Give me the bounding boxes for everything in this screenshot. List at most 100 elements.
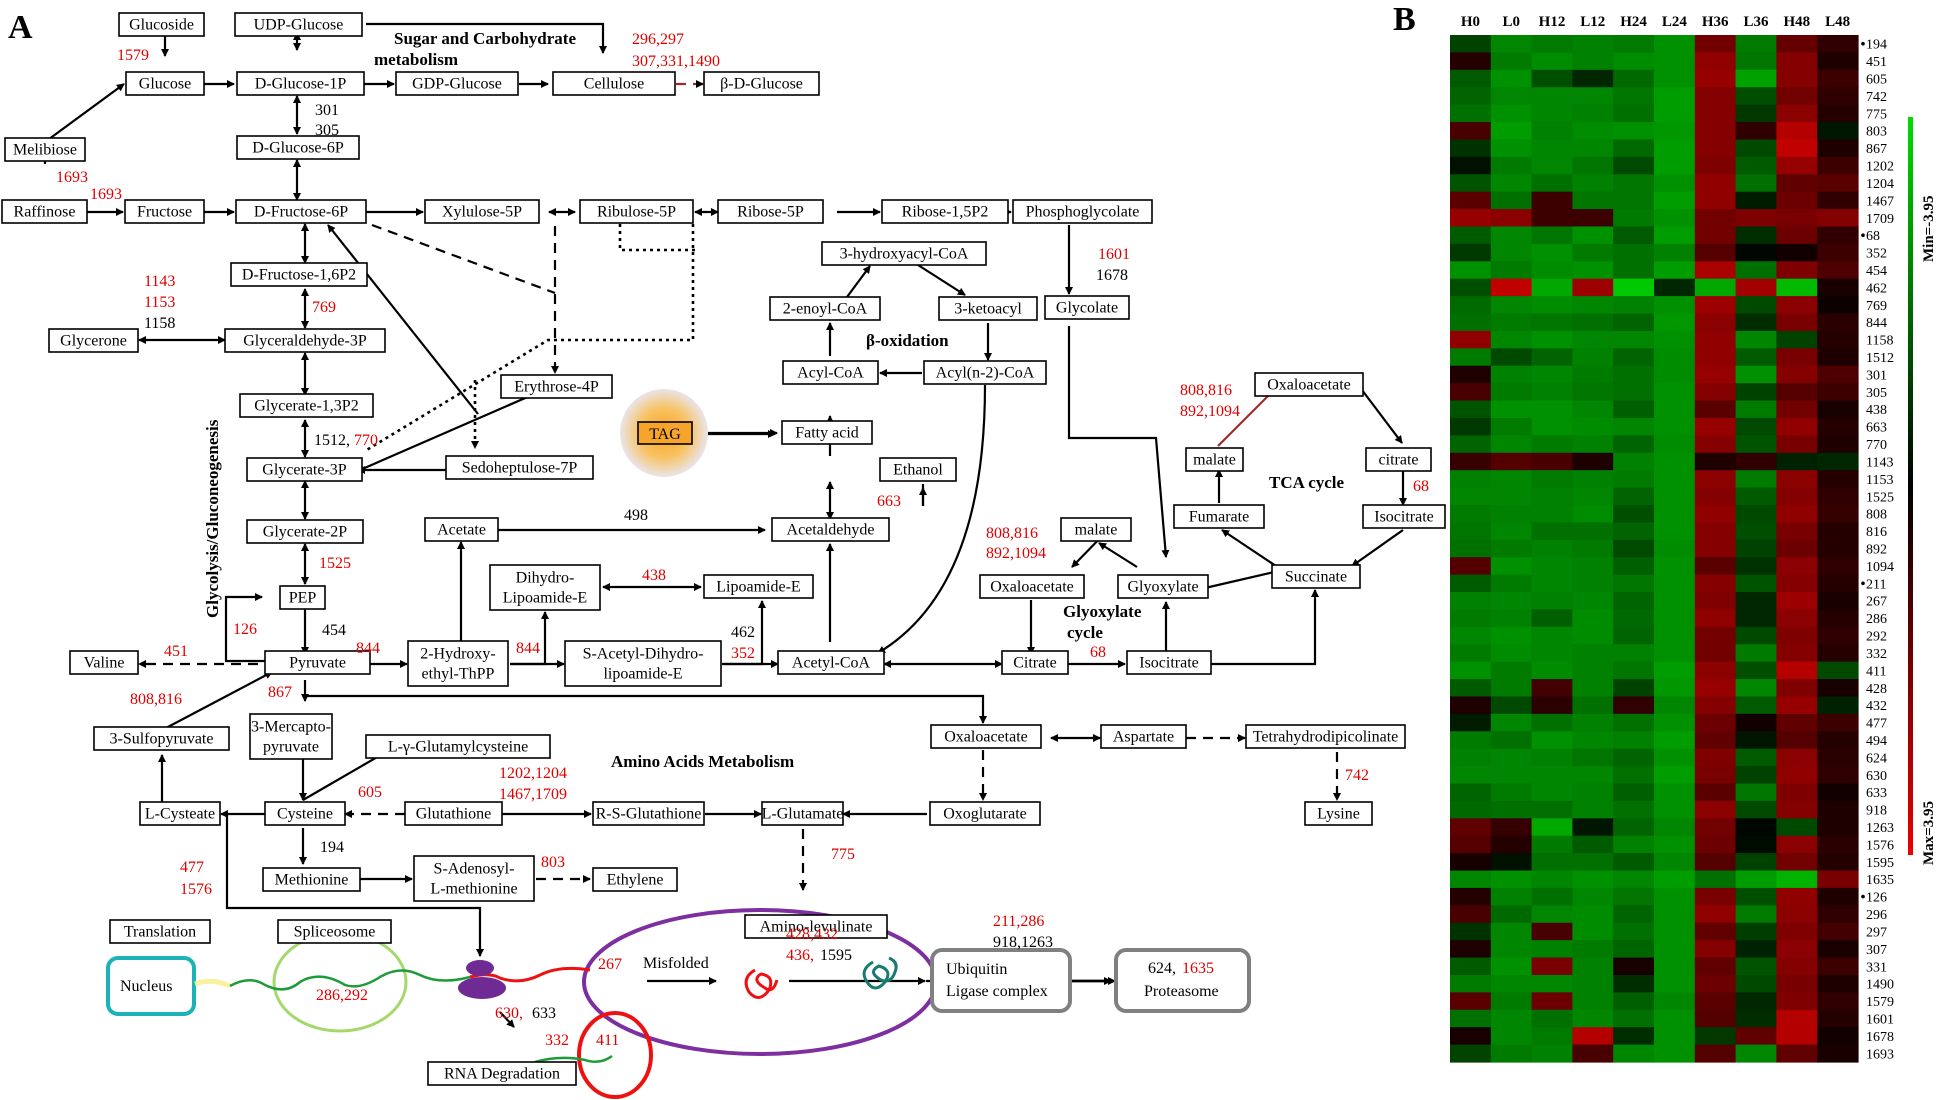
heatmap-cell [1490, 139, 1533, 158]
heatmap-cell [1735, 679, 1777, 698]
label-1635: 1635 [1182, 960, 1214, 977]
heatmap-cell [1572, 1044, 1614, 1063]
node-box [938, 296, 1038, 321]
heatmap-cell [1450, 261, 1492, 280]
heatmap-row-labels: 1944516057427758038671202120414671709683… [1861, 38, 1894, 1062]
heatmap-cell [1572, 122, 1614, 141]
heatmap-cell [1613, 278, 1655, 297]
heatmap-cell [1613, 940, 1655, 959]
heatmap-cell [1694, 713, 1737, 732]
heatmap-cell [1735, 348, 1777, 367]
heatmap-cell [1490, 417, 1533, 436]
heatmap-cell [1735, 557, 1777, 576]
heatmap-cell [1531, 905, 1573, 924]
heatmap-cell [1735, 835, 1777, 854]
node-label: D-Glucose-6P [252, 140, 344, 157]
heatmap-cell [1694, 626, 1737, 645]
heatmap-cell [1694, 278, 1737, 297]
rna-degradation-ellipse [577, 1011, 653, 1099]
node-box [230, 262, 368, 287]
heatmap-cell [1654, 922, 1696, 941]
heatmap-cell [1572, 522, 1614, 541]
heatmap-cell [1817, 261, 1859, 280]
node-label: L-methionine [430, 881, 517, 898]
heatmap-cell [1817, 365, 1859, 384]
node-label: Ribose-5P [737, 204, 804, 221]
heatmap-cell [1613, 592, 1655, 611]
node-label: Translation [124, 924, 196, 941]
heatmap-cell [1735, 87, 1777, 106]
heatmap-cell [1490, 992, 1533, 1011]
heatmap-cell [1450, 348, 1492, 367]
heatmap-cell [1450, 609, 1492, 628]
node-oaa_tca: Oxaloacetate [1254, 372, 1364, 397]
heatmap-cell [1776, 592, 1818, 611]
heatmap-cell [1735, 330, 1777, 349]
row-label: 332 [1866, 647, 1887, 662]
node-dg6p: D-Glucose-6P [236, 135, 360, 160]
heatmap-cell [1572, 104, 1614, 123]
row-label: 1525 [1866, 490, 1894, 505]
heatmap-cell [1735, 174, 1777, 193]
heatmap-cell [1572, 853, 1614, 872]
heatmap-cell [1613, 887, 1655, 906]
heatmap-cell [1817, 296, 1859, 315]
heatmap-cell [1817, 400, 1859, 419]
heatmap-cell [1531, 383, 1573, 402]
heatmap-cell [1654, 1009, 1696, 1028]
heatmap-cell [1776, 52, 1818, 71]
node-box [782, 360, 879, 385]
heatmap-cell [1490, 783, 1533, 802]
row-label: 438 [1866, 403, 1887, 418]
heatmap-cell [1776, 1044, 1818, 1063]
heatmap-cell [1776, 870, 1818, 889]
heatmap-cell [1613, 1027, 1655, 1046]
heatmap-cell [1654, 104, 1696, 123]
heatmap-cell [1817, 139, 1859, 158]
node-fructose: Fructose [124, 199, 205, 224]
node-pep: PEP [279, 585, 326, 610]
node-label: Methionine [275, 872, 349, 889]
heatmap-cell [1613, 974, 1655, 993]
heatmap-cell [1776, 609, 1818, 628]
heatmap-cell [1613, 957, 1655, 976]
heatmap-cell [1694, 592, 1737, 611]
label-624: 624, [1148, 960, 1176, 977]
heatmap-cell [1776, 661, 1818, 680]
heatmap-cell [1654, 122, 1696, 141]
heatmap-cell [1776, 748, 1818, 767]
node-gly2p: Glycerate-2P [246, 519, 364, 544]
node-label: Fructose [137, 204, 192, 221]
heatmap-cell [1776, 330, 1818, 349]
node-label: Acetate [437, 522, 486, 539]
heatmap-cell [1735, 974, 1777, 993]
node-label: Ribose-1,5P2 [902, 204, 989, 221]
heatmap-cell [1817, 348, 1859, 367]
heatmap-cell [1654, 470, 1696, 489]
heatmap-cell [1490, 174, 1533, 193]
label-770: 770 [354, 432, 378, 449]
node-translation: Translation [109, 919, 211, 944]
heatmap-cell [1776, 487, 1818, 506]
heatmap-cell [1817, 731, 1859, 750]
node-melibiose: Melibiose [4, 137, 86, 162]
heatmap-cell [1450, 748, 1492, 767]
node-label: GDP-Glucose [412, 76, 502, 93]
heatmap-cell [1817, 748, 1859, 767]
heatmap-cell [1735, 713, 1777, 732]
label-844a: 844 [356, 640, 380, 657]
heatmap-cell [1654, 452, 1696, 471]
refolded-protein-icon [862, 956, 898, 990]
row-label: 1153 [1866, 473, 1893, 488]
heatmap-cell [1817, 69, 1859, 88]
heatmap-cell [1613, 818, 1655, 837]
heatmap-cell [1654, 348, 1696, 367]
heatmap-cell [1694, 330, 1737, 349]
heatmap-cell [1531, 209, 1573, 228]
heatmap-cell [1531, 226, 1573, 245]
heatmap-cell [1654, 69, 1696, 88]
heatmap-cell [1776, 713, 1818, 732]
heatmap-cell [1450, 400, 1492, 419]
heatmap-cell [1654, 574, 1696, 593]
heatmap-cell [1735, 226, 1777, 245]
